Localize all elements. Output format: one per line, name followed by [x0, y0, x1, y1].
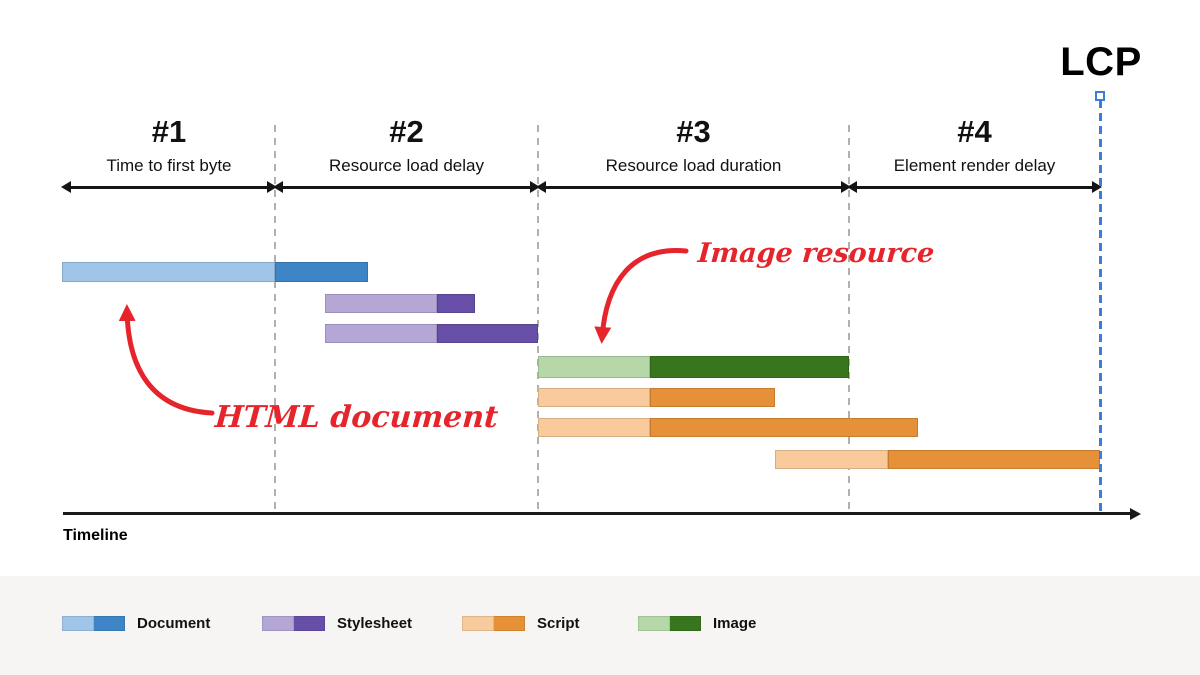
phase-4-number: #4	[957, 114, 992, 149]
legend-label-document: Document	[137, 615, 211, 632]
phase-1-extent-arrow	[61, 181, 277, 193]
legend-band	[0, 576, 1200, 675]
phase-2-extent-arrow	[273, 181, 540, 193]
stylesheet-bar-3-light-segment	[325, 324, 437, 343]
image-resource-arrow-icon	[594, 248, 689, 344]
stylesheet-swatch-icon	[262, 616, 325, 631]
annotation-html-document: HTML document	[213, 400, 500, 435]
legend-label-stylesheet: Stylesheet	[337, 615, 413, 632]
legend-item-script: Script	[462, 615, 580, 632]
legend-label-image: Image	[713, 615, 757, 632]
timeline-label: Timeline	[63, 527, 128, 544]
phase-separator-dashed-line-2	[537, 125, 539, 513]
lcp-title: LCP	[1060, 40, 1142, 84]
phase-1-header: #1 Time to first byte	[63, 116, 275, 176]
phase-separator-dashed-line-3	[848, 125, 850, 513]
phase-4-label: Element render delay	[893, 156, 1056, 175]
phase-1-number: #1	[151, 114, 187, 149]
legend-label-script: Script	[537, 615, 580, 632]
legend-item-stylesheet: Stylesheet	[262, 615, 412, 632]
script-bar-7-light-segment	[775, 450, 888, 469]
legend-item-document: Document	[62, 615, 210, 632]
phase-3-number: #3	[676, 114, 711, 149]
phase-separator-dashed-line-1	[274, 125, 276, 513]
script-bar-6-dark-segment	[650, 418, 918, 437]
timeline-axis-arrowhead-icon	[1130, 507, 1141, 520]
script-bar-7-dark-segment	[888, 450, 1100, 469]
script-bar-5-light-segment	[538, 388, 650, 407]
stylesheet-bar-3-dark-segment	[437, 324, 538, 343]
phase-1-label: Time to first byte	[106, 156, 232, 175]
lcp-marker-square-icon	[1095, 91, 1105, 101]
phase-2-header: #2 Resource load delay	[275, 116, 538, 176]
stylesheet-bar-2-dark-segment	[437, 294, 475, 313]
phase-3-extent-arrow	[536, 181, 851, 193]
html-document-arrow-icon	[118, 304, 215, 416]
annotation-image-resource: Image resource	[696, 238, 936, 269]
phase-3-label: Resource load duration	[605, 156, 782, 175]
script-bar-5-dark-segment	[650, 388, 775, 407]
document-bar-1-dark-segment	[275, 262, 368, 282]
phase-2-label: Resource load delay	[329, 156, 484, 175]
image-swatch-icon	[638, 616, 701, 631]
image-bar-4-dark-segment	[650, 356, 849, 378]
script-bar-6-light-segment	[538, 418, 650, 437]
phase-4-header: #4 Element render delay	[849, 116, 1100, 176]
timeline-axis	[63, 512, 1130, 515]
phase-4-extent-arrow	[847, 181, 1102, 193]
document-bar-1-light-segment	[62, 262, 275, 282]
image-bar-4-light-segment	[538, 356, 650, 378]
script-swatch-icon	[462, 616, 525, 631]
lcp-dashed-line	[1099, 100, 1102, 513]
phase-3-header: #3 Resource load duration	[538, 116, 849, 176]
stylesheet-bar-2-light-segment	[325, 294, 437, 313]
phase-2-number: #2	[389, 114, 424, 149]
legend-item-image: Image	[638, 615, 756, 632]
document-swatch-icon	[62, 616, 125, 631]
